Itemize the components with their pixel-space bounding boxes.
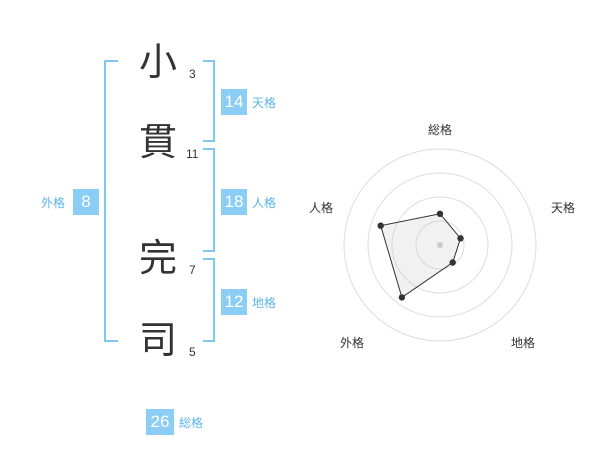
chikaku-value: 12 <box>221 289 247 315</box>
radar-point-3 <box>398 294 406 301</box>
tenkaku-value: 14 <box>221 89 247 115</box>
stroke-count-1: 3 <box>189 67 196 81</box>
radar-center <box>437 242 443 248</box>
chikaku-label: 地格 <box>252 296 277 310</box>
radar-polygon <box>380 213 462 299</box>
tenkaku-bracket <box>203 60 215 142</box>
radar-label-tenkaku: 天格 <box>551 201 576 215</box>
jinkaku-bracket <box>203 148 215 252</box>
stroke-count-3: 7 <box>189 263 196 277</box>
radar-point-1 <box>457 235 464 242</box>
radar-ring-2 <box>391 196 489 294</box>
radar-ring-3 <box>367 172 513 318</box>
radar-label-jinkaku: 人格 <box>309 201 334 215</box>
radar-point-2 <box>449 259 456 266</box>
stroke-count-4: 5 <box>189 345 196 359</box>
tenkaku-label: 天格 <box>252 96 277 110</box>
name-char-2: 貫 <box>138 120 177 164</box>
radar-ring-1 <box>415 220 465 270</box>
chikaku-bracket <box>203 258 215 342</box>
gaikaku-label: 外格 <box>41 196 66 210</box>
name-char-1: 小 <box>138 40 177 84</box>
gaikaku-value: 8 <box>73 189 99 215</box>
jinkaku-label: 人格 <box>252 196 277 210</box>
gaikaku-bracket <box>104 60 118 342</box>
jinkaku-value: 18 <box>221 189 247 215</box>
radar-ring-4 <box>343 148 537 342</box>
radar-label-soukaku: 総格 <box>428 123 453 137</box>
radar-label-chikaku: 地格 <box>511 336 536 350</box>
soukaku-value: 26 <box>146 409 174 435</box>
radar-chart <box>343 148 537 342</box>
radar-label-gaikaku: 外格 <box>340 336 365 350</box>
stroke-count-2: 11 <box>186 147 199 161</box>
radar-point-4 <box>377 222 384 229</box>
name-char-4: 司 <box>138 318 177 362</box>
soukaku-label: 総格 <box>179 416 204 430</box>
name-char-3: 完 <box>138 236 177 280</box>
radar-point-0 <box>436 210 444 217</box>
